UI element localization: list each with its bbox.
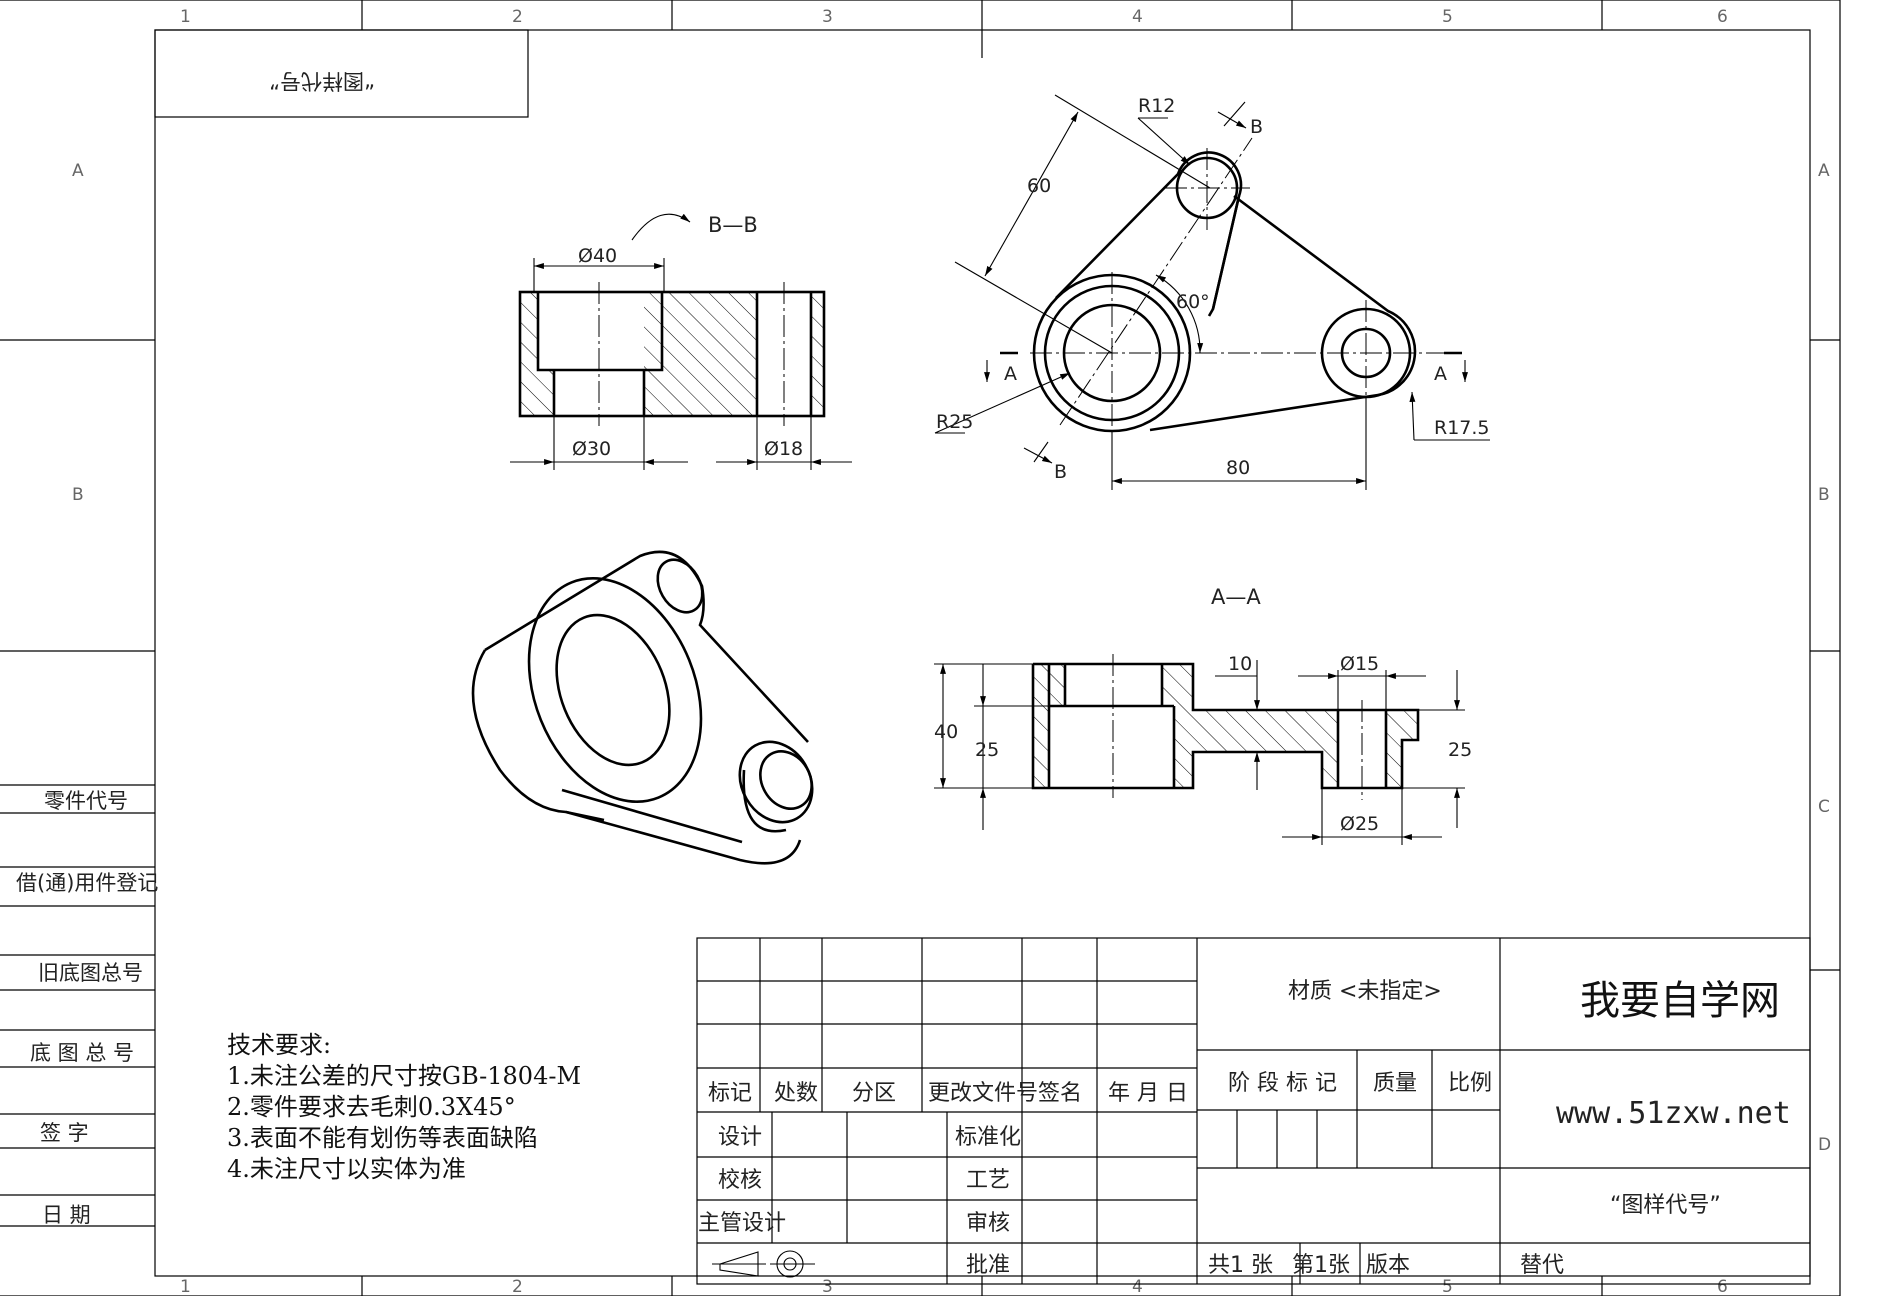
zone-col-3-bottom: 3 [822,1277,833,1296]
zone-col-1-top: 1 [180,7,191,27]
dim-aa-h25-right: 25 [1448,739,1472,761]
label-lead-design: 主管设计 [698,1211,786,1236]
tech-item-2: 2.零件要求去毛刺0.3X45° [227,1093,516,1121]
zone-row-c-right: C [1818,797,1830,817]
section-bb-title: B—B [708,213,758,237]
dim-r25: R25 [936,411,973,433]
dim-80: 80 [1226,457,1250,479]
label-mass: 质量 [1373,1071,1417,1096]
label-scale: 比例 [1448,1071,1492,1096]
section-aa-view: A—A 40 25 25 [934,585,1472,845]
company-website: www.51zxw.net [1556,1096,1791,1131]
dim-bb-d18: Ø18 [764,438,803,460]
left-borrow-register: 借(通)用件登记 [16,871,158,895]
header-date: 年 月 日 [1108,1081,1188,1106]
zone-row-b-right: B [1818,485,1830,505]
header-mark: 标记 [708,1081,752,1106]
drawing-code: “图样代号” [1610,1193,1721,1218]
label-check: 校核 [718,1168,762,1193]
section-bb-view: B—B Ø40 Ø30 Ø18 [510,213,852,470]
mark-a-left: A [1004,363,1017,385]
label-standardize: 标准化 [955,1125,1021,1150]
tech-requirements: 技术要求: 1.未注公差的尺寸按GB-1804-M 2.零件要求去毛刺0.3X4… [227,1031,581,1183]
label-craft: 工艺 [966,1168,1010,1193]
zone-col-4-top: 4 [1132,7,1143,27]
dim-aa-d15: Ø15 [1340,653,1379,675]
top-left-code-text: “图样代号” [269,69,375,93]
zone-col-6-bottom: 6 [1717,1277,1728,1296]
zone-col-2-top: 2 [512,7,523,27]
zone-row-b-left: B [72,485,84,505]
dim-aa-10: 10 [1228,653,1252,675]
zone-col-1-bottom: 1 [180,1277,191,1296]
label-version: 版本 [1366,1253,1410,1278]
label-sheet-total: 共1 张 [1208,1253,1273,1278]
label-review: 审核 [966,1211,1010,1236]
company-name: 我要自学网 [1580,978,1780,1024]
label-replace: 替代 [1520,1253,1564,1278]
projection-symbol-icon [712,1250,815,1278]
dim-60: 60 [1027,175,1051,197]
dim-aa-h40: 40 [934,721,958,743]
dim-r17-5: R17.5 [1434,417,1490,439]
tech-item-1: 1.未注公差的尺寸按GB-1804-M [227,1062,581,1090]
dim-bb-d40: Ø40 [578,245,617,267]
dim-60-deg: 60° [1176,291,1210,313]
zone-col-3-top: 3 [822,7,833,27]
label-sheet-no: 第1张 [1292,1253,1350,1278]
isometric-view [471,550,814,865]
dim-aa-d25: Ø25 [1340,813,1379,835]
left-registry-strip: 零件代号 借(通)用件登记 旧底图总号 底 图 总 号 签 字 日 期 [0,784,158,1227]
left-signature: 签 字 [40,1121,89,1145]
zone-col-5-top: 5 [1442,7,1453,27]
header-sign: 签名 [1038,1081,1082,1106]
tech-heading: 技术要求: [227,1031,331,1059]
left-part-code: 零件代号 [44,789,128,813]
zone-col-2-bottom: 2 [512,1277,523,1296]
label-material: 材质 <未指定> [1288,979,1442,1004]
section-aa-title: A—A [1211,585,1261,609]
zone-col-5-bottom: 5 [1442,1277,1453,1296]
zone-row-d-right: D [1818,1135,1831,1155]
mark-b-top: B [1250,116,1263,138]
zone-row-a-right: A [1818,161,1830,181]
label-approve: 批准 [966,1253,1010,1278]
header-count: 处数 [774,1081,818,1106]
label-design: 设计 [718,1125,762,1150]
left-old-base-no: 旧底图总号 [38,961,143,985]
dim-bb-d30: Ø30 [572,438,611,460]
tech-item-3: 3.表面不能有划伤等表面缺陷 [227,1124,538,1152]
top-view: A A B B 60 60° R12 R25 R17.5 80 [934,94,1490,490]
dim-aa-h25-left: 25 [975,739,999,761]
mark-b-bottom: B [1054,461,1067,483]
title-block: 标记 处数 分区 更改文件号 签名 年 月 日 设计 校核 主管设计 标准化 工… [696,937,1811,1285]
zone-col-6-top: 6 [1717,7,1728,27]
left-base-no: 底 图 总 号 [30,1041,134,1065]
header-change-doc: 更改文件号 [928,1081,1038,1106]
zone-col-4-bottom: 4 [1132,1277,1143,1296]
tech-item-4: 4.未注尺寸以实体为准 [227,1155,466,1183]
dim-r12: R12 [1138,95,1175,117]
left-date: 日 期 [42,1203,91,1227]
zone-row-a-left: A [72,161,84,181]
top-left-code-box: “图样代号” [154,29,529,118]
label-stage-mark: 阶 段 标 记 [1228,1071,1337,1096]
header-zone: 分区 [852,1081,896,1106]
zone-labels: 1 2 3 4 5 6 1 2 3 4 5 6 A B A B C D [72,7,1831,1296]
mark-a-right: A [1434,363,1447,385]
